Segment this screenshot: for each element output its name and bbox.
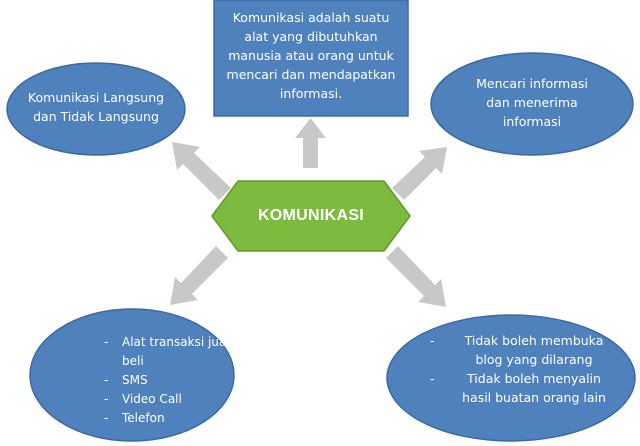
node-ellipse-top-right [430, 52, 634, 156]
list-item: - Tidak boleh membuka blog yang dilarang [430, 331, 620, 369]
top-right-line: dan menerima [486, 95, 578, 110]
definition-line: mencari dan mendapatkan [226, 67, 396, 82]
top-right-line: Mencari informasi [476, 76, 588, 91]
top-left-line: dan Tidak Langsung [33, 109, 159, 124]
list-item: - Alat transaksi jual beli [104, 333, 254, 371]
center-label: KOMUNIKASI [257, 207, 365, 224]
center-hexagon [211, 180, 411, 252]
arrow-down-left-icon [170, 246, 228, 305]
definition-line: Komunikasi adalah suatu [232, 10, 390, 25]
bullet-dash: - [430, 371, 435, 386]
node-ellipse-bottom-left [29, 308, 235, 442]
node-ellipse-bottom-right [386, 314, 636, 442]
bullet-dash: - [104, 392, 109, 406]
top-right-line: informasi [502, 114, 562, 129]
definition-text: Komunikasi adalah suatu alat yang dibutu… [214, 8, 408, 103]
list-item-text: Tidak boleh membuka [464, 333, 604, 348]
bullet-dash: - [104, 411, 109, 425]
arrow-up-right-icon [392, 147, 447, 200]
list-item-text: blog yang dilarang [475, 352, 593, 367]
arrow-up-icon [295, 118, 326, 168]
list-item: - SMS [104, 371, 254, 390]
top-right-text: Mencari informasi dan menerima informasi [445, 74, 619, 131]
list-item-text: SMS [122, 373, 148, 387]
list-item: - Video Call [104, 390, 254, 409]
list-item: - Telefon [104, 409, 254, 428]
bullet-dash: - [430, 333, 435, 348]
list-item-text: Tidak boleh menyalin [467, 371, 601, 386]
list-item-text: Telefon [122, 411, 165, 425]
arrow-up-left-icon [172, 142, 231, 200]
definition-box [213, 0, 409, 117]
node-ellipse-top-left [6, 62, 186, 156]
bottom-right-list: - Tidak boleh membuka blog yang dilarang… [430, 331, 620, 407]
arrow-down-right-icon [386, 246, 446, 307]
list-item-text: Alat transaksi jual [122, 335, 230, 349]
bullet-dash: - [104, 335, 109, 349]
definition-line: manusia atau orang untuk [228, 48, 394, 63]
top-left-line: Komunikasi Langsung [27, 90, 165, 105]
list-item: - Tidak boleh menyalin hasil buatan oran… [430, 369, 620, 407]
list-item-text: Video Call [122, 392, 182, 406]
list-item-text: hasil buatan orang lain [462, 390, 606, 405]
list-item-text: beli [122, 354, 144, 368]
bullet-dash: - [104, 373, 109, 387]
definition-line: informasi. [279, 86, 343, 101]
definition-line: alat yang dibutuhkan [244, 29, 378, 44]
bottom-left-list: - Alat transaksi jual beli - SMS - Video… [104, 333, 254, 428]
top-left-text: Komunikasi Langsung dan Tidak Langsung [10, 88, 182, 126]
